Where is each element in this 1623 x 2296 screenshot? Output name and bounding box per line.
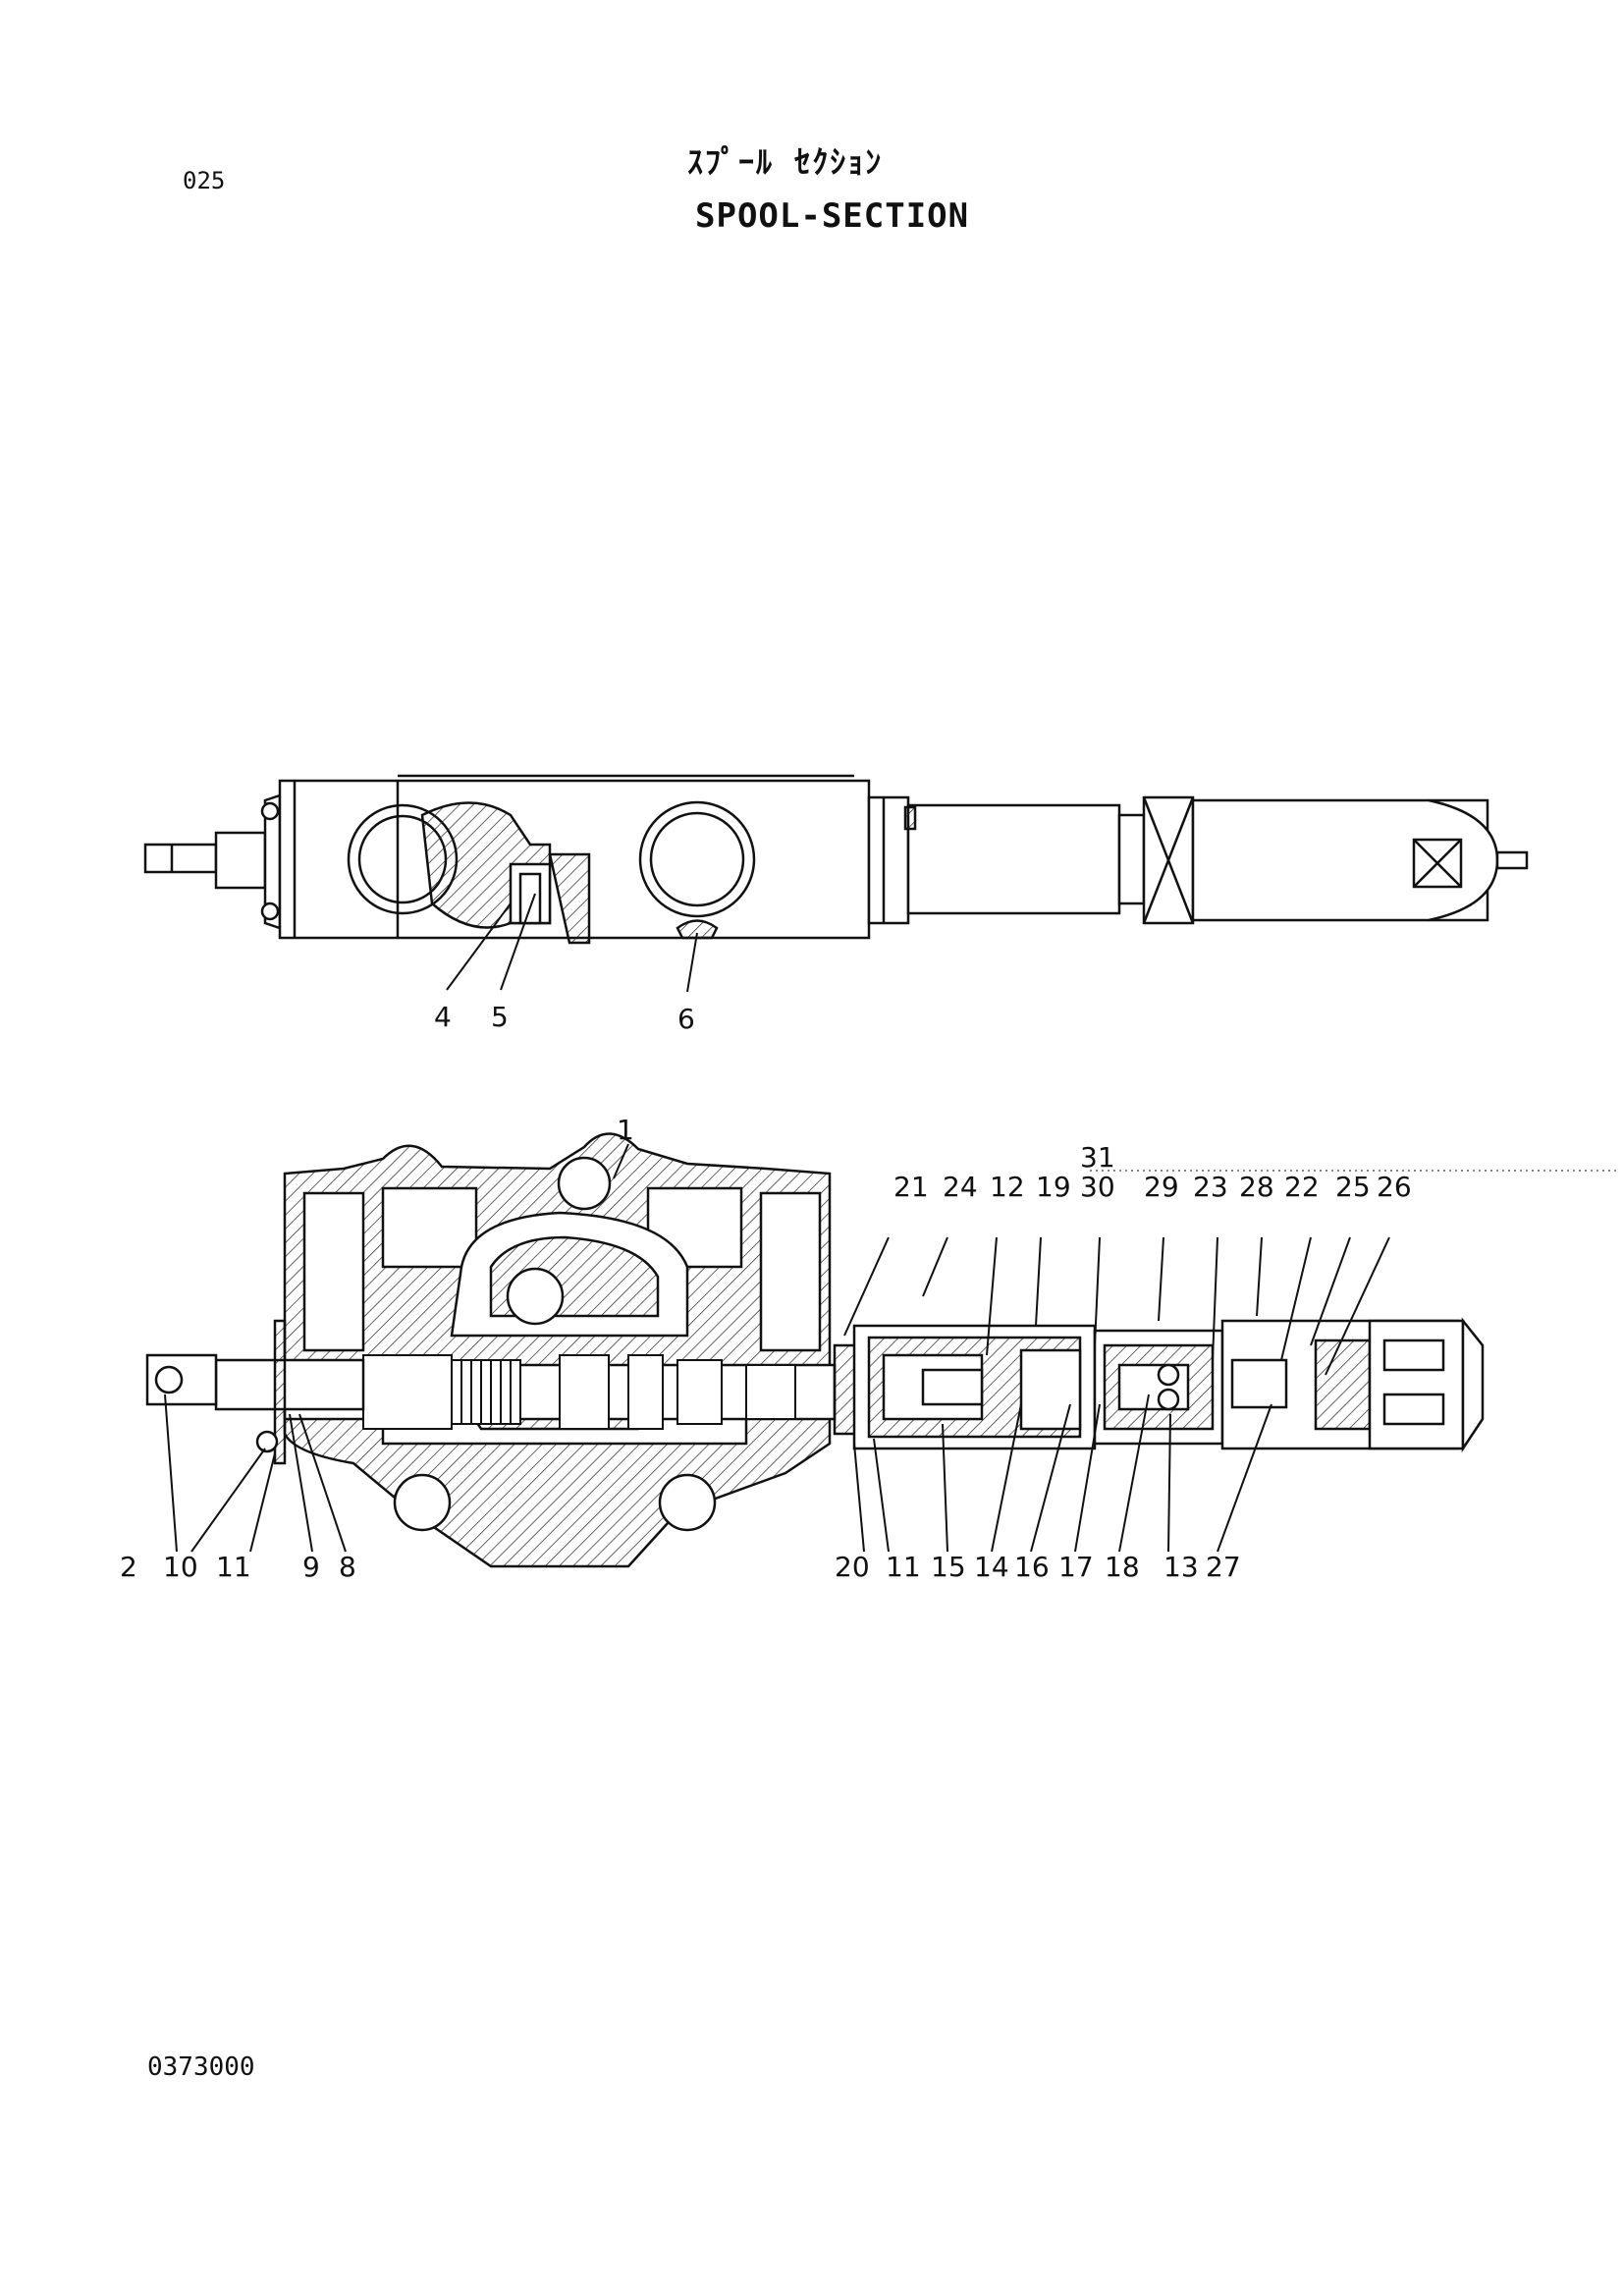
callout-1: 1 xyxy=(617,1114,634,1146)
callout-22: 22 xyxy=(1284,1171,1320,1203)
callout-15: 15 xyxy=(931,1551,966,1583)
callout-23: 23 xyxy=(1193,1171,1228,1203)
callout-5: 5 xyxy=(491,1001,509,1033)
title-english: SPOOL-SECTION xyxy=(695,196,970,236)
callout-19: 19 xyxy=(1036,1171,1071,1203)
section-callouts-top: 1 31 30 21 24 12 19 29 23 28 22 25 26 xyxy=(617,1114,1412,1203)
section-view-leaders xyxy=(164,1143,1620,1553)
callout-4: 4 xyxy=(434,1001,452,1033)
callout-26: 26 xyxy=(1377,1171,1412,1203)
callout-29: 29 xyxy=(1144,1171,1179,1203)
document-code: 0373000 xyxy=(147,2052,255,2082)
section-callouts-bottom: 2 10 11 9 8 20 11 15 14 16 17 18 13 27 xyxy=(120,1551,1241,1583)
section-view xyxy=(145,1132,1485,1568)
top-view-leaders xyxy=(446,893,698,993)
top-view-callouts: 4 5 6 xyxy=(434,1001,695,1035)
callout-13: 13 xyxy=(1163,1551,1199,1583)
callout-25: 25 xyxy=(1335,1171,1371,1203)
callout-24: 24 xyxy=(943,1171,978,1203)
callout-28: 28 xyxy=(1239,1171,1274,1203)
callout-11-right: 11 xyxy=(886,1551,921,1583)
callout-21: 21 xyxy=(893,1171,929,1203)
callout-9: 9 xyxy=(302,1551,320,1583)
callout-18: 18 xyxy=(1105,1551,1140,1583)
callout-2: 2 xyxy=(120,1551,137,1583)
callout-20: 20 xyxy=(835,1551,870,1583)
callout-30: 30 xyxy=(1080,1171,1115,1203)
callout-14: 14 xyxy=(974,1551,1009,1583)
callout-27: 27 xyxy=(1206,1551,1241,1583)
callout-8: 8 xyxy=(339,1551,356,1583)
callout-11-left: 11 xyxy=(216,1551,251,1583)
top-view xyxy=(143,774,1529,945)
title-japanese: ｽﾌﾟｰﾙ ｾｸｼｮﾝ xyxy=(687,143,884,181)
callout-17: 17 xyxy=(1058,1551,1094,1583)
callout-6: 6 xyxy=(677,1003,695,1035)
page-number: 025 xyxy=(183,167,226,194)
callout-16: 16 xyxy=(1014,1551,1050,1583)
callout-12: 12 xyxy=(990,1171,1025,1203)
callout-31: 31 xyxy=(1080,1141,1115,1174)
callout-10: 10 xyxy=(163,1551,198,1583)
